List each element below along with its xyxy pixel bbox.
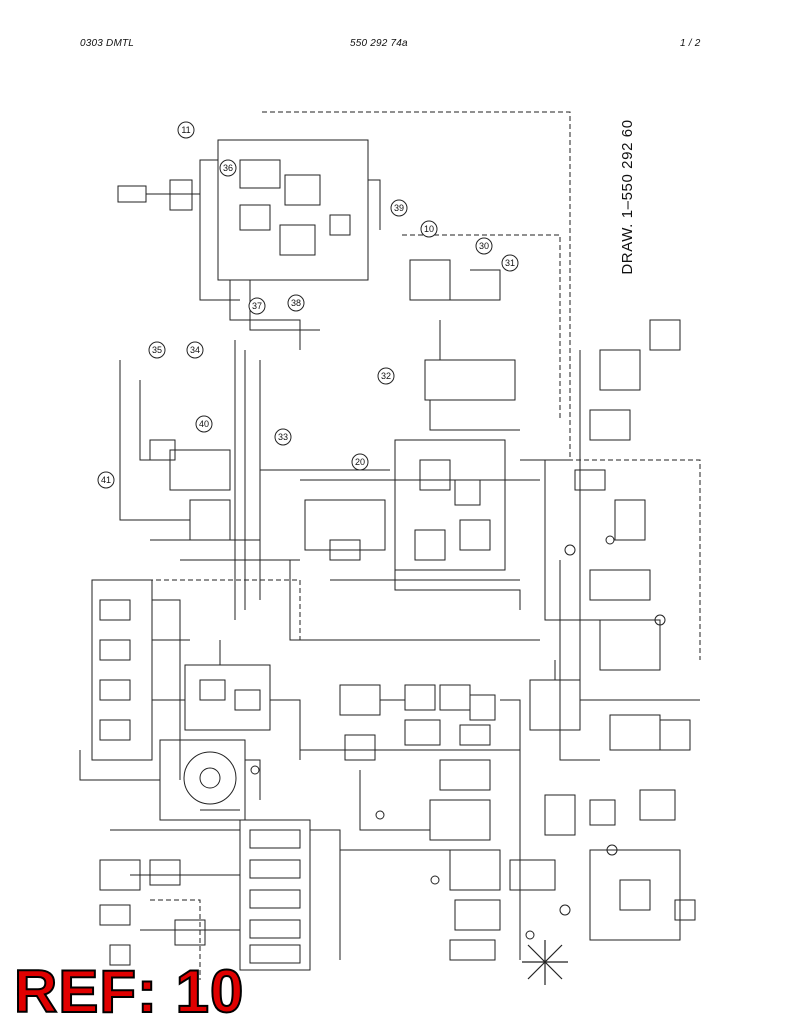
callout-32: 32: [377, 367, 395, 385]
callout-30: 30: [475, 237, 493, 255]
header-page-number: 1 / 2: [680, 38, 701, 49]
callout-11: 11: [177, 121, 195, 139]
callout-39: 39: [390, 199, 408, 217]
cylinder-module: [409, 259, 520, 431]
callout-38: 38: [287, 294, 305, 312]
svg-text:33: 33: [278, 432, 288, 442]
svg-text:37: 37: [252, 301, 262, 311]
middle-lower-module: [300, 660, 696, 961]
centre-module: [260, 439, 540, 641]
svg-text:38: 38: [291, 298, 301, 308]
svg-text:36: 36: [223, 163, 233, 173]
rotation-feed-module: [184, 640, 301, 760]
svg-text:32: 32: [381, 371, 391, 381]
header-doc-code: 0303 DMTL: [80, 38, 135, 49]
ref-label: REF: 10: [13, 958, 245, 1025]
callout-40: 40: [195, 415, 213, 433]
callout-36: 36: [219, 159, 237, 177]
bottom-valve-bank: [99, 809, 341, 971]
svg-text:10: 10: [424, 224, 434, 234]
callout-34: 34: [186, 341, 204, 359]
svg-text:41: 41: [101, 475, 111, 485]
callout-20: 20: [351, 453, 369, 471]
left-module: [119, 340, 300, 620]
svg-text:31: 31: [505, 258, 515, 268]
drawing-number: DRAW. 1–550 292 60: [619, 119, 636, 275]
upper-module: [117, 139, 381, 350]
header-part-number: 550 292 74a: [350, 38, 408, 49]
callouts: 11 36 39 10 30 31 37 38: [97, 121, 519, 489]
svg-text:35: 35: [152, 345, 162, 355]
svg-text:40: 40: [199, 419, 209, 429]
right-module: [544, 319, 700, 761]
svg-text:11: 11: [181, 125, 190, 135]
callout-33: 33: [274, 428, 292, 446]
callout-41: 41: [97, 471, 115, 489]
control-box: [159, 739, 261, 821]
callout-31: 31: [501, 254, 519, 272]
callout-10: 10: [420, 220, 438, 238]
svg-text:20: 20: [355, 457, 365, 467]
svg-text:34: 34: [190, 345, 200, 355]
direction-symbol: [522, 940, 568, 985]
svg-text:39: 39: [394, 203, 404, 213]
callout-37: 37: [248, 297, 266, 315]
left-valve-bank: [79, 579, 190, 781]
callout-35: 35: [148, 341, 166, 359]
svg-text:30: 30: [479, 241, 489, 251]
